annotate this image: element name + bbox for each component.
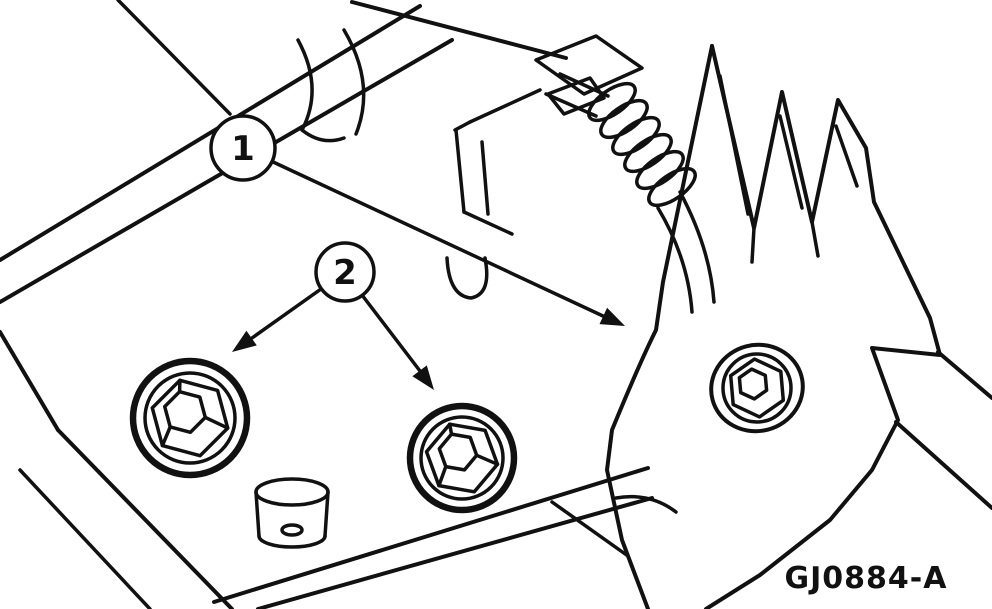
clamp-bracket xyxy=(350,0,644,236)
hex-plug-right xyxy=(406,402,518,514)
hex-plug-left xyxy=(129,357,251,479)
leader-line-2a xyxy=(250,287,323,340)
callout-2-label: 2 xyxy=(333,253,357,293)
callout-1: 1 xyxy=(209,114,277,182)
prong-casting xyxy=(605,44,942,609)
bottom-edge-lines xyxy=(212,466,654,609)
callout-1-label: 1 xyxy=(231,129,255,169)
casting-curves xyxy=(296,28,366,143)
leader-line-2b xyxy=(360,293,422,373)
callout-1-bubble xyxy=(209,114,277,182)
leader-line-1 xyxy=(269,159,605,318)
figure-code: GJ0884-A xyxy=(785,561,948,596)
engine-edge-lines xyxy=(0,0,454,609)
u-slot xyxy=(445,256,489,300)
arrow-icon-2b xyxy=(412,365,434,390)
callout-2: 2 xyxy=(314,241,376,303)
arrow-icon-2a xyxy=(232,330,257,352)
arrow-icon-1 xyxy=(599,307,625,326)
spacer-cylinder xyxy=(254,477,330,549)
callout-2-bubble xyxy=(314,241,376,303)
casting-hex-bolt xyxy=(709,342,805,434)
leader-arrows xyxy=(232,159,625,390)
corner-lines xyxy=(894,350,992,510)
